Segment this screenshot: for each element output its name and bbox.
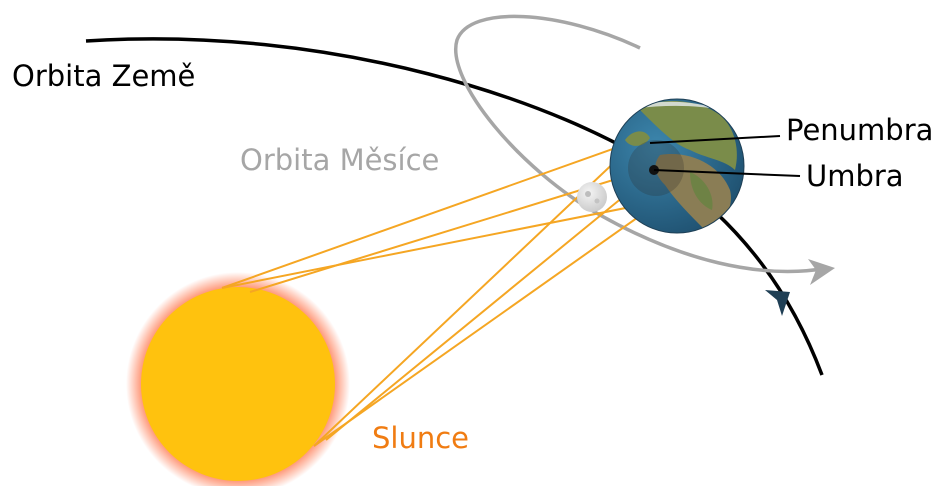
earth-orbit-arrow-icon (765, 290, 790, 316)
sun-ray (221, 199, 667, 289)
sun-label: Slunce (372, 421, 470, 455)
sun-ray (313, 195, 669, 447)
earth-orbit-label: Orbita Země (12, 59, 196, 93)
sun-ray (221, 139, 639, 289)
moon-crater (585, 191, 591, 197)
umbra-pointer (653, 169, 801, 177)
sun-icon (141, 287, 335, 481)
penumbra-label: Penumbra (786, 113, 934, 147)
umbra-label: Umbra (806, 159, 904, 193)
moon-orbit-label: Orbita Měsíce (240, 143, 440, 177)
moon-crater (594, 198, 600, 204)
penumbra-pointer (649, 135, 781, 144)
moon-orbit-line (454, 14, 829, 274)
sun-ray (325, 169, 657, 441)
moon-icon (577, 182, 607, 212)
moon-orbit-arrow-icon (808, 259, 835, 285)
